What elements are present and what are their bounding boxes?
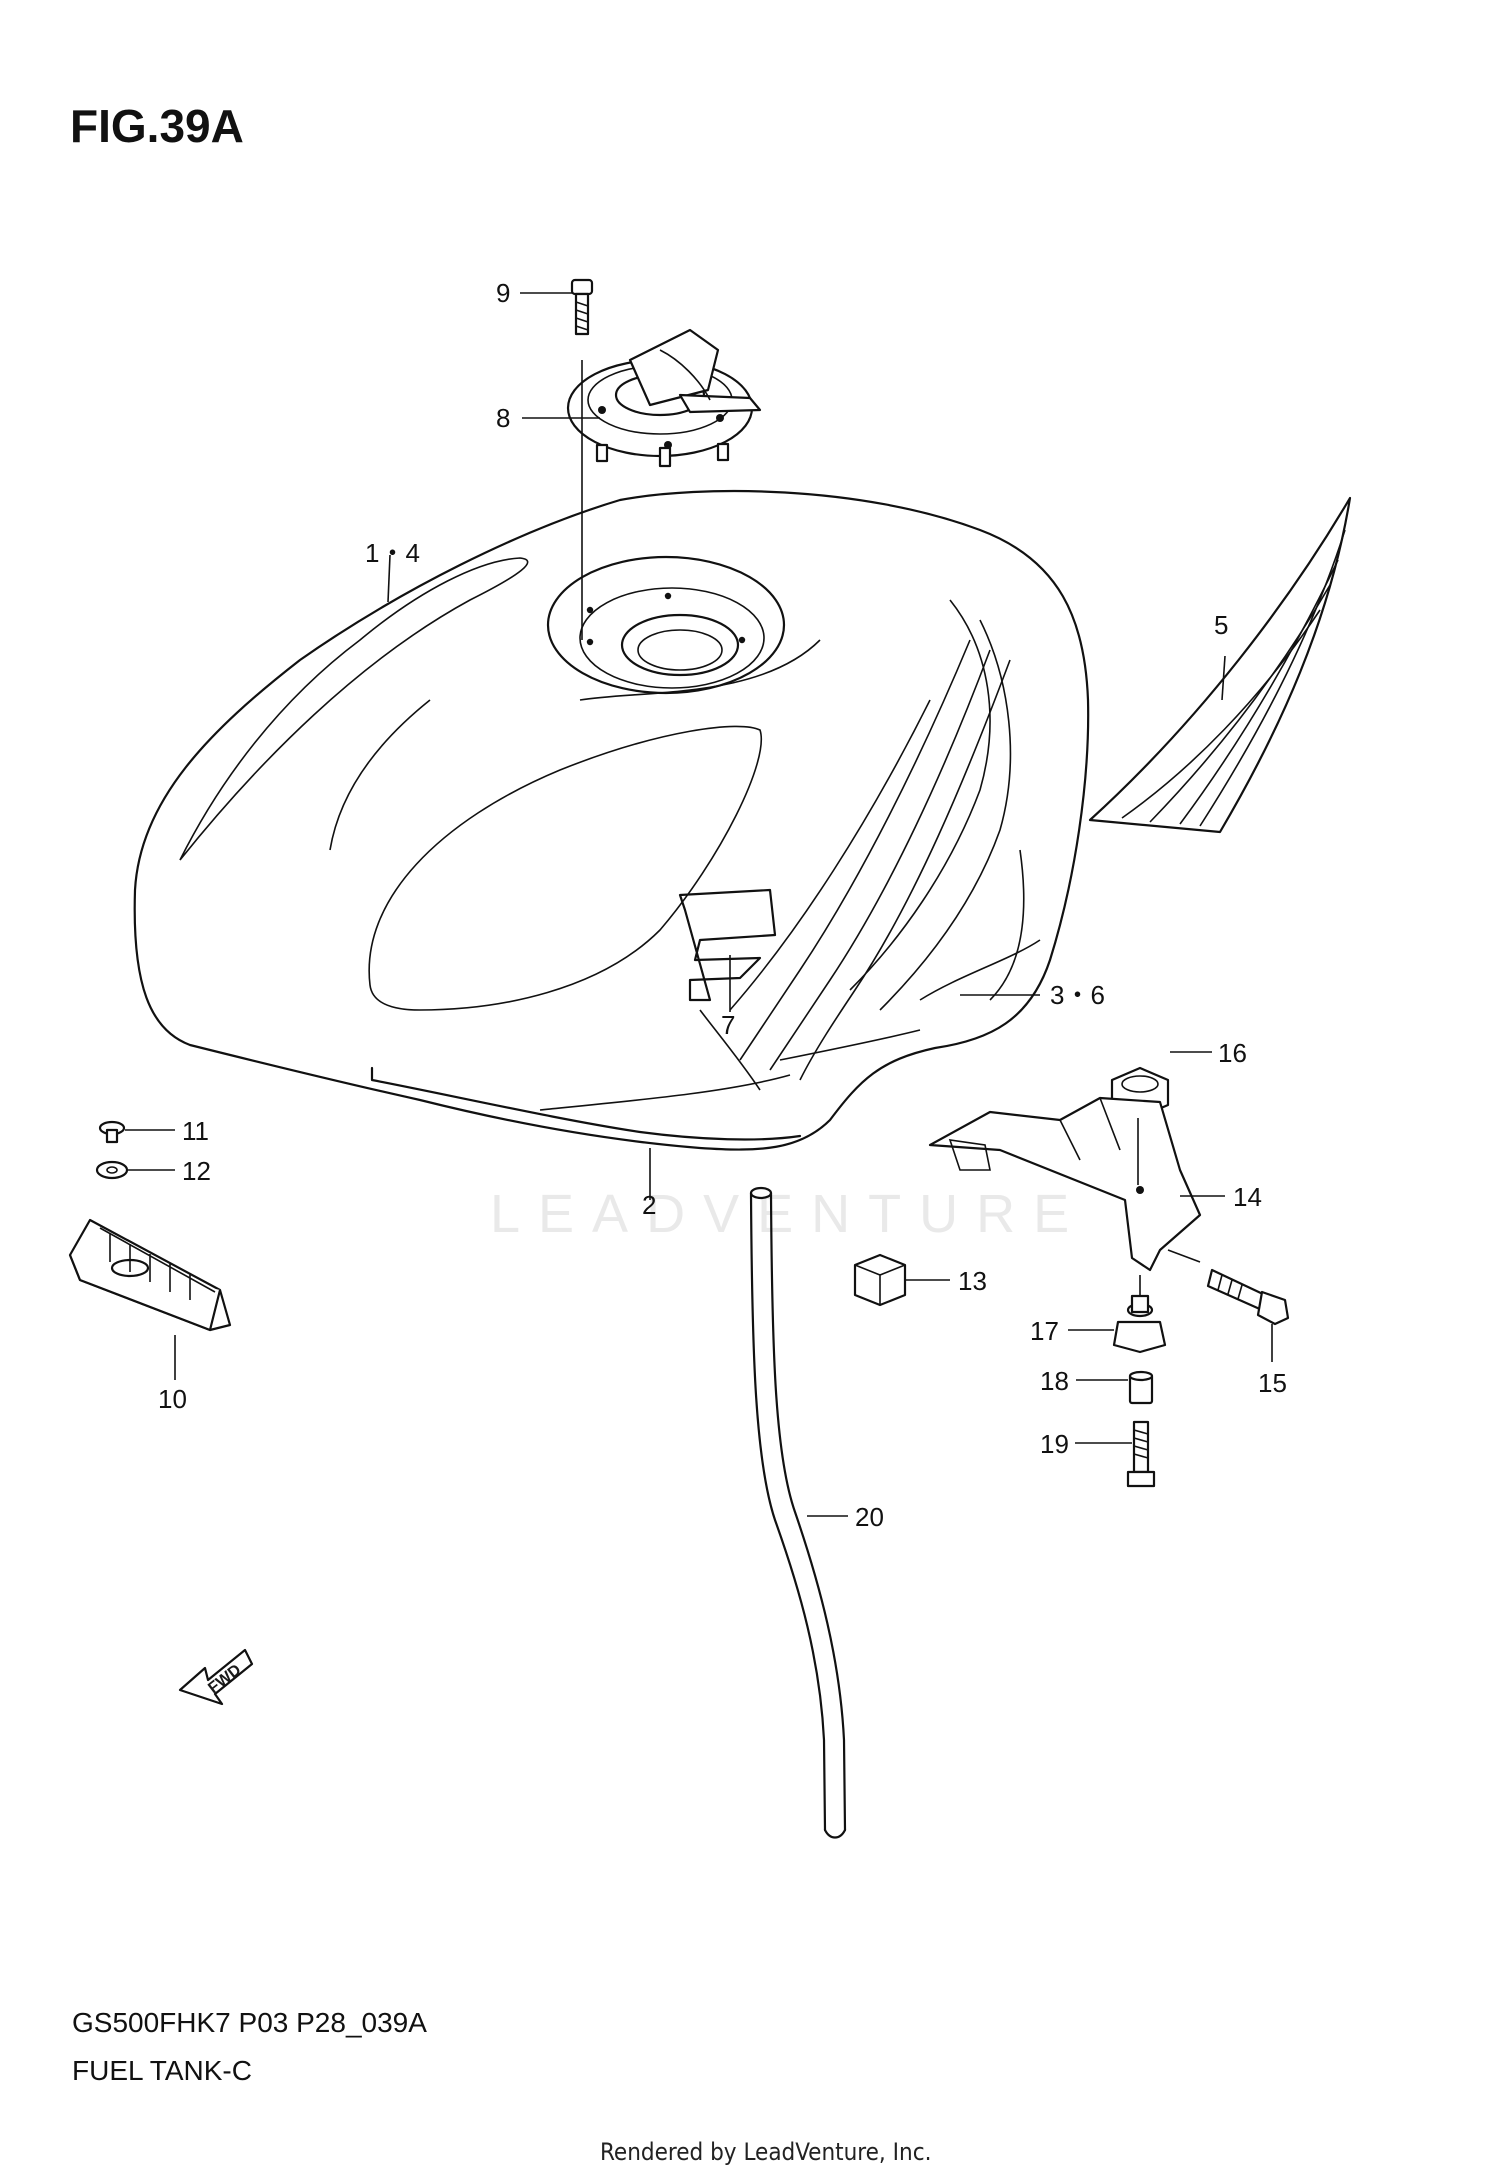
side-decal-drawing — [1088, 496, 1352, 834]
figure-title: FIG.39A — [70, 100, 244, 152]
callout-10: 10 — [158, 1384, 187, 1414]
leader-lines — [125, 292, 1273, 1517]
callout-2: 2 — [642, 1190, 656, 1220]
callout-5: 5 — [1214, 610, 1228, 640]
callout-labels: 1・4 2 3・6 5 7 8 9 10 11 12 13 14 15 16 1… — [158, 278, 1287, 1532]
callout-17: 17 — [1030, 1316, 1059, 1346]
hose-drawing — [749, 1186, 847, 1839]
callout-14: 14 — [1233, 1182, 1262, 1212]
callout-15: 15 — [1258, 1368, 1287, 1398]
callout-20: 20 — [855, 1502, 884, 1532]
callout-18: 18 — [1040, 1366, 1069, 1396]
callout-9: 9 — [496, 278, 510, 308]
callout-12: 12 — [182, 1156, 211, 1186]
cushion-drawing — [68, 1120, 232, 1332]
callout-19: 19 — [1040, 1429, 1069, 1459]
callout-16: 16 — [1218, 1038, 1247, 1068]
small-parts-drawing — [853, 1066, 1290, 1488]
fwd-arrow-icon: FWD — [178, 1648, 254, 1706]
model-code: GS500FHK7 P03 P28_039A — [72, 2007, 427, 2038]
filler-cap-drawing — [566, 278, 762, 640]
watermark-text: LEADVENTURE — [490, 1184, 1087, 1244]
callout-1-4: 1・4 — [365, 538, 420, 568]
figure-caption: FUEL TANK-C — [72, 2055, 252, 2086]
callout-7: 7 — [721, 1010, 735, 1040]
fuel-tank-drawing — [133, 489, 1090, 1151]
credit-line: Rendered by LeadVenture, Inc. — [600, 2138, 931, 2166]
callout-8: 8 — [496, 403, 510, 433]
callout-13: 13 — [958, 1266, 987, 1296]
callout-3-6: 3・6 — [1050, 980, 1105, 1010]
callout-11: 11 — [182, 1116, 209, 1146]
